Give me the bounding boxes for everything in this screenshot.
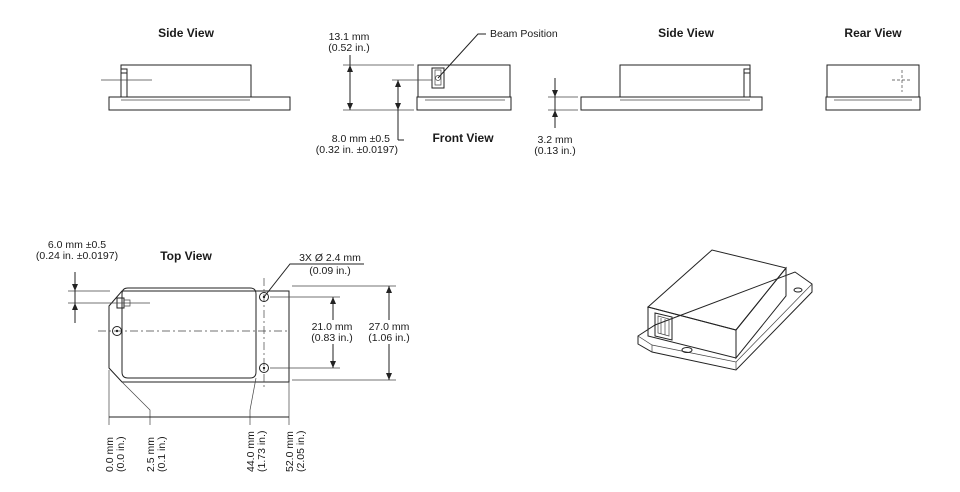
spacing-arrow-top [330,297,336,304]
side-view-left: Side View [101,26,291,111]
top-view-title: Top View [160,249,212,263]
side-left-housing [120,64,252,98]
mount-hole-left-center [115,329,119,333]
x0-mm: 0.0 mm [104,437,116,472]
mount-hole-bottom [259,363,269,373]
iso-housing-side [735,266,787,360]
side-right-base [580,96,763,111]
front-view-title: Front View [432,131,494,145]
rear-housing [826,64,920,98]
iso-mount-hole-2 [793,287,803,293]
isometric-view [637,249,813,371]
x2-ext [249,377,257,425]
side-view-left-title: Side View [158,26,214,40]
width-in: (1.06 in.) [368,332,409,344]
width-mm: 27.0 mm [369,321,410,333]
side-left-connector [121,68,128,97]
x0-in: (0.0 in.) [115,436,127,472]
mount-hole-bottom-center [262,366,266,370]
front-height-mm: 13.1 mm [329,31,370,43]
mount-hole-top [259,292,269,302]
spacing-label-bg [306,320,360,344]
front-connector [431,67,445,89]
rear-view-title: Rear View [844,26,902,40]
offset-arrow-top [72,284,78,291]
iso-base-plate [637,271,813,371]
base-thk-in: (0.13 in.) [534,145,575,157]
front-height-arrow-top [347,65,353,72]
front-view: Front View 13.1 mm (0.52 in.) 8.0 mm ±0.… [316,28,558,156]
top-base-plate [108,290,290,383]
iso-connector-pins [660,318,666,335]
front-base [416,96,512,111]
beam-position-label: Beam Position [490,28,558,40]
iso-housing-top [646,249,787,331]
front-connector-pin [434,69,442,86]
width-arrow-bottom [386,373,392,380]
iso-connector [654,312,673,341]
hole-callout-in: (0.09 in.) [309,265,350,277]
top-housing [121,287,257,379]
rear-view: Rear View [825,26,921,111]
side-view-right-title: Side View [658,26,714,40]
spacing-arrow-bottom [330,361,336,368]
spacing-in: (0.83 in.) [311,332,352,344]
front-beam-point [435,75,441,81]
side-view-right: Side View 3.2 mm (0.13 in.) [534,26,763,157]
side-left-base [108,96,291,111]
beam-height-in: (0.32 in. ±0.0197) [316,144,398,156]
front-height-in: (0.52 in.) [328,42,369,54]
iso-mount-hole [681,347,693,353]
x2-mm: 44.0 mm [245,431,257,472]
front-height-arrow-bottom [347,103,353,110]
hole-callout-leader [263,263,364,298]
offset-in: (0.24 in. ±0.0197) [36,250,118,262]
x3-in: (2.05 in.) [295,431,307,472]
x1-in: (0.1 in.) [156,436,168,472]
beam-height-arrow-top [395,80,401,87]
x3-mm: 52.0 mm [284,431,296,472]
mount-hole-left [112,326,122,336]
beam-position-leader [437,33,486,79]
offset-arrow-bottom [72,303,78,310]
x2-in: (1.73 in.) [256,431,268,472]
base-thk-arrow-top [552,90,558,97]
top-view: Top View 3X Ø 2.4 mm (0.09 in.) 6.0 mm ±… [36,239,416,472]
offset-mm: 6.0 mm ±0.5 [48,239,106,251]
x1-ext [121,381,151,425]
width-label-bg [362,320,416,344]
side-right-housing [619,64,751,98]
spacing-mm: 21.0 mm [312,321,353,333]
iso-connector-inner [657,315,670,337]
base-thk-mm: 3.2 mm [537,134,572,146]
front-housing [417,64,511,98]
width-arrow-top [386,286,392,293]
base-thk-arrow-bottom [552,110,558,117]
side-right-connector [743,68,750,97]
hole-callout-mm: 3X Ø 2.4 mm [299,252,361,264]
iso-base-top-edge [637,283,813,363]
beam-height-arrow-bottom [395,103,401,110]
rear-base [825,96,921,111]
x1-mm: 2.5 mm [145,437,157,472]
beam-height-mm: 8.0 mm ±0.5 [332,133,390,145]
iso-base-verticals [651,345,737,370]
top-connector [116,297,125,309]
